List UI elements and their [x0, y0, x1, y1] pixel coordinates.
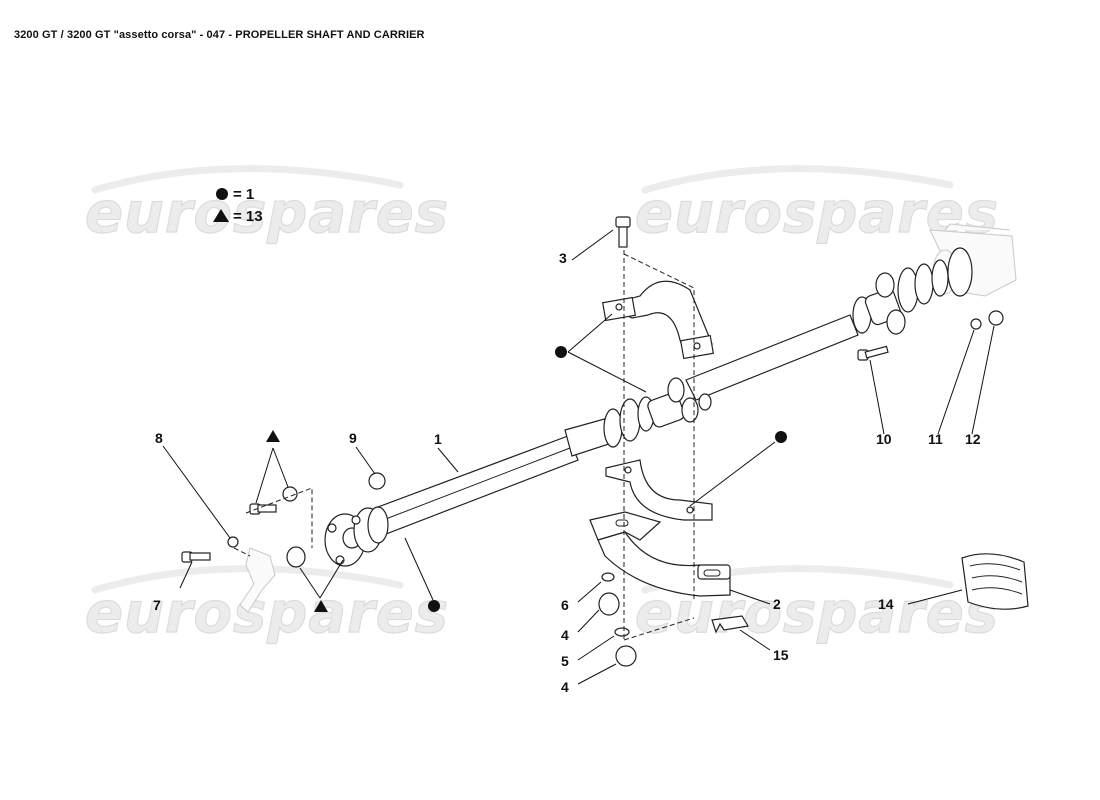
circle-symbol-icon — [428, 600, 440, 612]
callout-15: 15 — [773, 647, 789, 663]
circle-symbol-icon — [775, 431, 787, 443]
bolt-10 — [857, 345, 889, 361]
diagram-symbols — [266, 346, 787, 612]
callout-4b: 4 — [561, 679, 569, 695]
front-coupling — [324, 506, 389, 567]
legend-triangle-value: = 13 — [233, 208, 263, 225]
watermark-text: eurospares — [85, 581, 449, 646]
nut-12 — [988, 310, 1004, 326]
page-title: 3200 GT / 3200 GT "assetto corsa" - 047 … — [14, 29, 425, 41]
callout-4a: 4 — [561, 627, 569, 643]
upper-strap — [601, 280, 715, 360]
watermark-text: eurospares — [635, 581, 999, 646]
callout-7: 7 — [153, 597, 161, 613]
legend-circle-value: = 1 — [233, 186, 254, 203]
callout-1: 1 — [434, 431, 442, 447]
rubber-mounts — [598, 572, 637, 667]
shim-15 — [711, 615, 749, 634]
callout-9: 9 — [349, 430, 357, 446]
triangle-symbol-icon — [266, 430, 280, 442]
watermark-text: eurospares — [85, 181, 449, 246]
nut-11 — [970, 318, 982, 330]
lower-strap — [605, 459, 713, 521]
callout-14: 14 — [878, 596, 894, 612]
callout-11: 11 — [928, 431, 943, 447]
callout-3: 3 — [559, 250, 567, 266]
washer-8 — [227, 536, 239, 548]
rear-universal-joint — [852, 247, 973, 335]
bolt-3 — [615, 216, 631, 248]
leader-lines — [162, 229, 995, 685]
callout-8: 8 — [155, 430, 163, 446]
legend-circle-icon — [216, 188, 228, 200]
watermark-group: eurospares eurospares eurospares eurospa… — [84, 165, 999, 647]
legend: = 1 = 13 — [213, 186, 263, 225]
callouts: 1 2 3 4 4 5 6 7 8 9 10 11 12 14 15 — [153, 250, 981, 695]
callout-2: 2 — [773, 596, 781, 612]
nut-9 — [368, 472, 386, 490]
callout-10: 10 — [876, 431, 892, 447]
propeller-shaft — [369, 314, 859, 535]
part-14-grease-pack — [961, 553, 1029, 610]
callout-5: 5 — [561, 653, 569, 669]
circle-symbol-icon — [555, 346, 567, 358]
carrier-bracket — [589, 511, 731, 597]
legend-triangle-icon — [213, 209, 229, 222]
callout-12: 12 — [965, 431, 981, 447]
assembly-lines — [233, 250, 695, 641]
triangle-symbol-icon — [314, 600, 328, 612]
front-yoke — [239, 547, 276, 613]
bolt-7 — [181, 551, 211, 563]
callout-6: 6 — [561, 597, 569, 613]
